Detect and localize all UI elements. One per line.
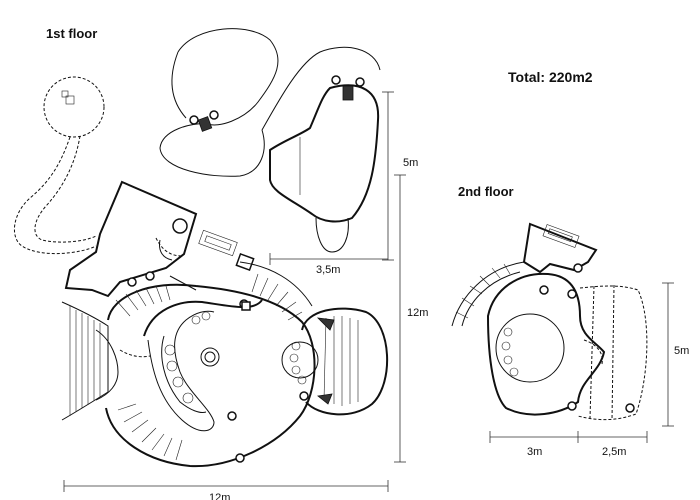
first-floor-height-dimension: 12m xyxy=(407,307,429,319)
upper-pod-left xyxy=(159,28,381,177)
second-floor-right-dimension: 2,5m xyxy=(602,446,627,458)
upper-pod-width-dimension: 3,5m xyxy=(316,264,341,276)
second-floor-plan xyxy=(451,222,648,421)
garden-path xyxy=(14,76,105,255)
second-floor-height-dimension: 5m xyxy=(674,345,690,357)
upper-pod-right xyxy=(269,75,380,253)
second-floor-title: 2nd floor xyxy=(458,184,514,199)
second-floor-left-dimension: 3m xyxy=(527,446,543,458)
main-building xyxy=(61,180,389,468)
first-floor-width-dimension: 12m xyxy=(209,492,231,500)
first-floor-title: 1st floor xyxy=(46,26,98,41)
total-area-label: Total: 220m2 xyxy=(508,69,593,85)
upper-pod-height-dimension: 5m xyxy=(403,157,419,169)
dimension-lines xyxy=(63,91,674,492)
